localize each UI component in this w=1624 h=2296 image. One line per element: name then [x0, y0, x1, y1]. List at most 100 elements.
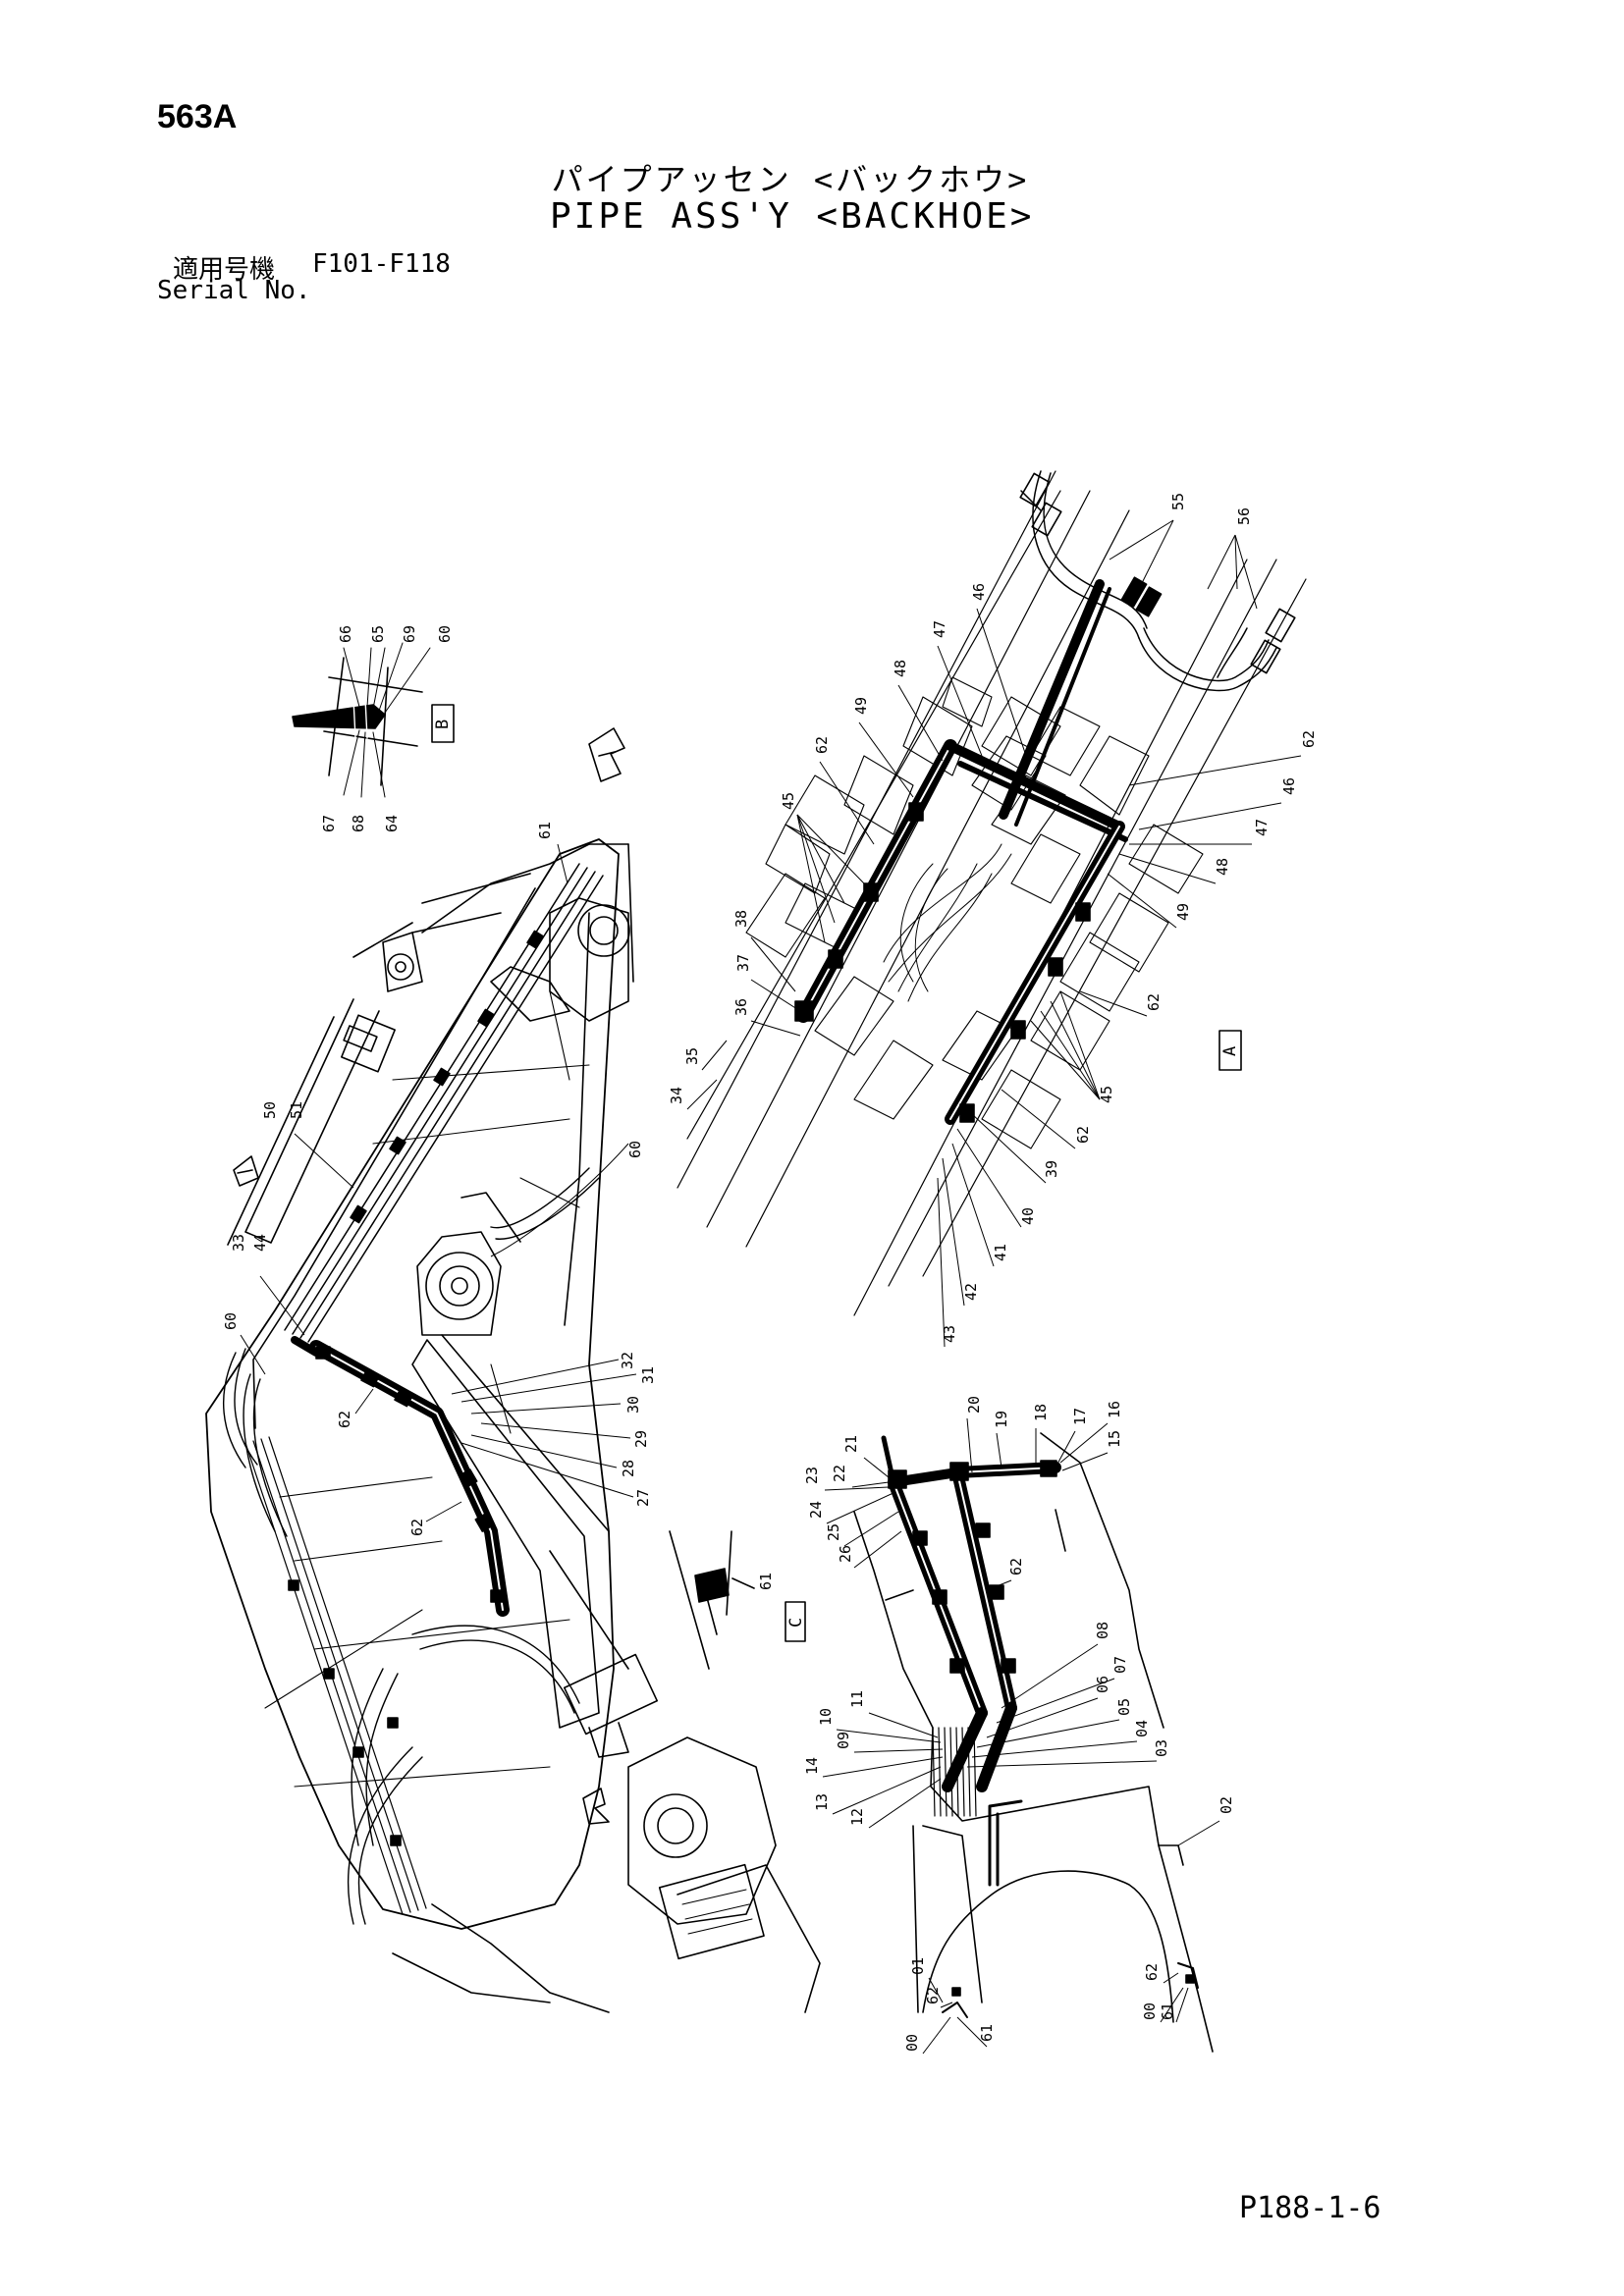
label-33: 33 — [230, 1234, 247, 1252]
label-45: 45 — [780, 792, 797, 810]
label-62: 62 — [1300, 730, 1318, 748]
label-55: 55 — [1169, 493, 1187, 510]
part-labels-lower: 20 19 18 17 16 15 21 22 23 24 25 26 62 0… — [803, 1396, 1235, 2052]
label-69: 69 — [401, 625, 418, 643]
label-30: 30 — [624, 1396, 642, 1414]
label-44: 44 — [251, 1234, 269, 1252]
label-28: 28 — [620, 1460, 637, 1477]
label-43: 43 — [941, 1325, 958, 1343]
label-26: 26 — [837, 1545, 854, 1563]
label-48: 48 — [892, 660, 909, 677]
label-62: 62 — [1143, 1963, 1161, 1981]
page-reference: P188-1-6 — [1239, 2191, 1381, 2225]
label-22: 22 — [831, 1465, 848, 1482]
label-07: 07 — [1111, 1656, 1129, 1674]
label-20: 20 — [965, 1396, 983, 1414]
label-42: 42 — [962, 1283, 980, 1301]
view-a-box — [1218, 1030, 1242, 1071]
view-b-detail — [292, 642, 455, 798]
label-25: 25 — [825, 1523, 842, 1541]
label-09: 09 — [835, 1732, 852, 1749]
label-51: 51 — [288, 1101, 305, 1119]
label-38: 38 — [732, 910, 750, 928]
label-61: 61 — [536, 822, 554, 839]
page-number: 563A — [157, 98, 238, 135]
label-67: 67 — [320, 815, 338, 832]
label-23: 23 — [803, 1467, 821, 1484]
view-c-letter: C — [786, 1618, 806, 1628]
label-64: 64 — [383, 815, 401, 832]
leader-lines — [240, 519, 1302, 2055]
label-11: 11 — [848, 1690, 866, 1708]
label-49: 49 — [852, 697, 870, 715]
label-02: 02 — [1218, 1796, 1235, 1814]
label-08: 08 — [1094, 1622, 1111, 1639]
label-47: 47 — [931, 620, 948, 638]
label-68: 68 — [350, 815, 367, 832]
label-32: 32 — [619, 1352, 636, 1369]
label-49: 49 — [1174, 903, 1192, 921]
lower-frame-view — [853, 1432, 1214, 2053]
part-labels-view-b: 66 65 69 60 67 68 64 B — [320, 625, 454, 832]
label-18: 18 — [1032, 1404, 1050, 1421]
view-arrow-b — [588, 727, 625, 782]
label-06: 06 — [1094, 1676, 1111, 1693]
label-62: 62 — [1145, 993, 1163, 1011]
label-15: 15 — [1106, 1430, 1123, 1448]
part-labels-main: 61 50 51 33 44 60 60 62 62 32 31 30 29 2… — [222, 822, 657, 1536]
label-16: 16 — [1106, 1401, 1123, 1418]
label-62: 62 — [924, 1987, 942, 2004]
label-60: 60 — [222, 1312, 240, 1330]
label-29: 29 — [632, 1430, 650, 1448]
label-50: 50 — [261, 1101, 279, 1119]
label-62: 62 — [1007, 1558, 1025, 1575]
label-03: 03 — [1153, 1739, 1170, 1757]
boom-upper-pipe-run — [284, 863, 604, 1343]
view-b-box — [431, 704, 455, 743]
label-01: 01 — [909, 1957, 927, 1975]
view-a-detail — [677, 470, 1307, 1316]
label-60: 60 — [436, 625, 454, 643]
label-62: 62 — [1074, 1126, 1092, 1144]
view-arrow-c — [582, 1788, 610, 1825]
label-19: 19 — [993, 1411, 1010, 1428]
title-english: PIPE ASS'Y <BACKHOE> — [550, 196, 1035, 237]
label-40: 40 — [1019, 1207, 1037, 1225]
label-24: 24 — [807, 1501, 825, 1519]
label-00: 00 — [903, 2034, 921, 2052]
label-21: 21 — [842, 1435, 860, 1453]
serial-range: F101-F118 — [312, 249, 451, 279]
boom-pipe-bundle — [291, 1336, 510, 1617]
boom-main-view — [205, 838, 821, 2013]
label-04: 04 — [1133, 1720, 1151, 1737]
label-17: 17 — [1071, 1408, 1089, 1425]
label-05: 05 — [1115, 1698, 1133, 1716]
label-41: 41 — [992, 1244, 1009, 1261]
label-46: 46 — [970, 583, 988, 601]
label-37: 37 — [734, 954, 752, 972]
label-13: 13 — [813, 1793, 831, 1811]
view-a-pipe-runs — [794, 579, 1128, 1125]
label-62: 62 — [813, 736, 831, 754]
label-65: 65 — [369, 625, 387, 643]
label-36: 36 — [732, 998, 750, 1016]
label-62: 62 — [408, 1519, 426, 1536]
label-27: 27 — [634, 1489, 652, 1507]
label-66: 66 — [337, 625, 354, 643]
title-japanese: パイプアッセン <バックホウ> — [551, 161, 1030, 198]
label-34: 34 — [668, 1087, 685, 1104]
label-60: 60 — [626, 1141, 644, 1158]
view-a-letter: A — [1220, 1046, 1240, 1056]
label-62: 62 — [336, 1411, 353, 1428]
label-14: 14 — [803, 1757, 821, 1775]
label-39: 39 — [1043, 1160, 1060, 1178]
label-56: 56 — [1235, 507, 1253, 525]
part-labels-view-a: 55 56 46 47 48 49 62 45 38 37 36 35 34 6… — [668, 493, 1318, 1343]
label-61: 61 — [978, 2024, 996, 2042]
view-b-letter: B — [433, 720, 453, 729]
label-47: 47 — [1253, 819, 1271, 836]
label-31: 31 — [639, 1366, 657, 1384]
label-61: 61 — [757, 1573, 775, 1590]
label-46: 46 — [1280, 777, 1298, 795]
